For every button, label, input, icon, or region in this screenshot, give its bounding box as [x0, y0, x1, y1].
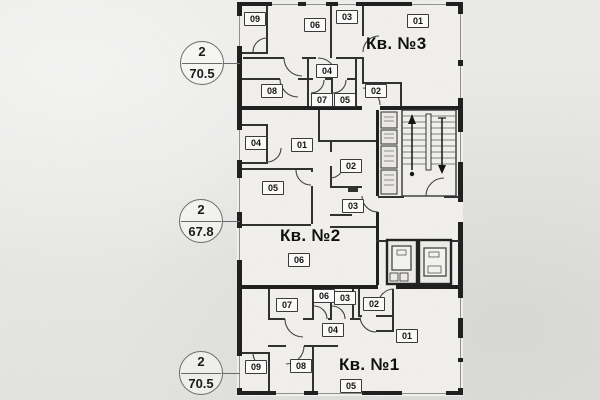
room-number-label: 02 [365, 84, 387, 98]
callout-area: 67.8 [188, 224, 214, 239]
room-number-label: 08 [290, 359, 312, 373]
callout-area: 70.5 [188, 376, 214, 391]
room-number-label: 01 [396, 329, 418, 343]
room-number-label: 01 [291, 138, 313, 152]
room-number-label: 07 [311, 93, 333, 107]
room-number-label: 03 [334, 291, 356, 305]
room-number-label: 01 [407, 14, 429, 28]
room-number-label: 06 [288, 253, 310, 267]
apartment-2-callout: 2 67.8 [179, 199, 223, 243]
apartment-2-title: Кв. №2 [280, 226, 341, 245]
apartment-1-callout: 2 70.5 [179, 351, 223, 395]
room-number-label: 04 [316, 64, 338, 78]
callout-rooms-count: 2 [197, 202, 205, 217]
room-number-label: 08 [261, 84, 283, 98]
room-number-label: 05 [262, 181, 284, 195]
callout-area: 70.5 [189, 66, 215, 81]
room-number-label: 06 [304, 18, 326, 32]
room-number-label: 05 [334, 93, 356, 107]
callout-leader-line [221, 373, 240, 374]
room-number-label: 09 [245, 360, 267, 374]
callout-leader-line [221, 221, 240, 222]
callout-leader-line [222, 63, 240, 64]
room-number-label: 09 [244, 12, 266, 26]
room-number-label: 07 [276, 298, 298, 312]
room-number-label: 05 [340, 379, 362, 393]
apartment-1-title: Кв. №1 [339, 355, 400, 374]
room-number-label: 03 [342, 199, 364, 213]
apartment-3-title: Кв. №3 [366, 34, 427, 53]
callout-divider [181, 373, 221, 374]
room-number-label: 04 [322, 323, 344, 337]
apartment-3-callout: 2 70.5 [180, 41, 224, 85]
callout-divider [181, 221, 221, 222]
room-number-label: 04 [245, 136, 267, 150]
room-number-label: 02 [363, 297, 385, 311]
callout-divider [182, 63, 222, 64]
room-number-label: 02 [340, 159, 362, 173]
callout-rooms-count: 2 [198, 44, 206, 59]
room-number-label: 03 [336, 10, 358, 24]
callout-rooms-count: 2 [197, 354, 205, 369]
room-number-label: 06 [313, 289, 335, 303]
